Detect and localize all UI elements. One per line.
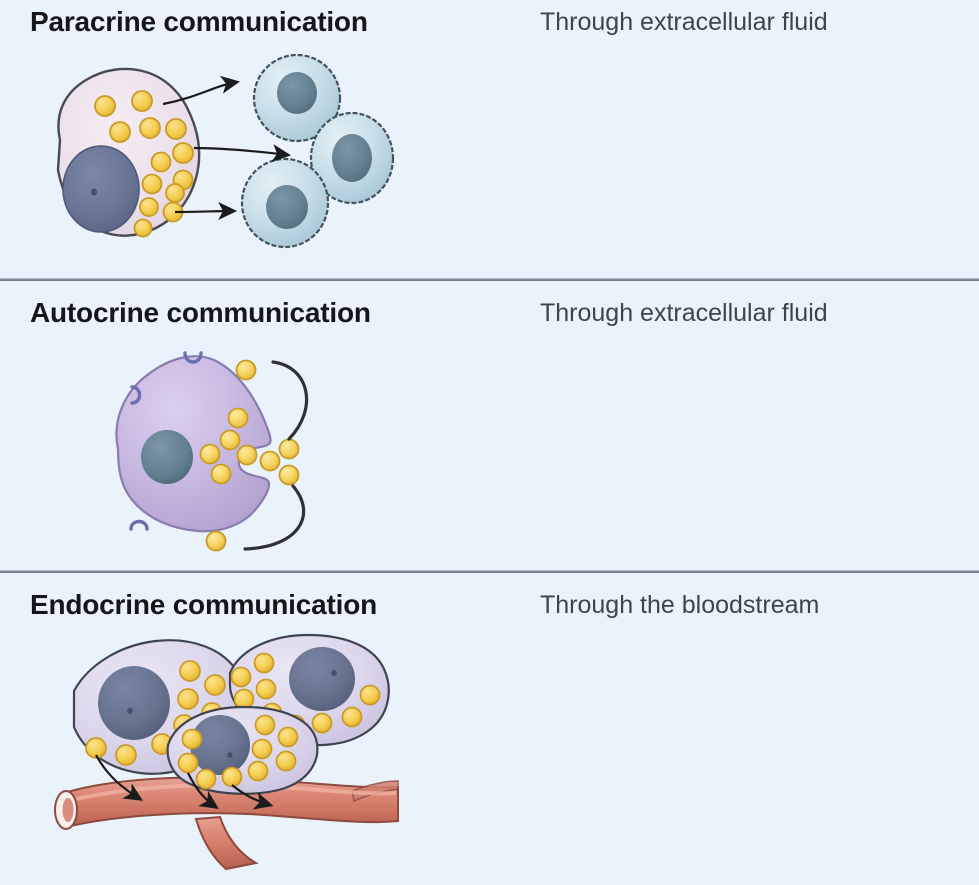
panel-title-autocrine: Autocrine communication — [30, 297, 371, 328]
nucleus-icon — [141, 430, 193, 484]
secretory-cell-icon — [115, 355, 272, 533]
panel-paracrine: Paracrine communication Through extracel… — [0, 0, 979, 280]
panel-route-autocrine: Through extracellular fluid — [540, 299, 828, 327]
hormone-granule-icon — [230, 652, 381, 736]
feedback-loop-arc-icon — [243, 360, 309, 551]
panel-title-endocrine: Endocrine communication — [30, 589, 377, 620]
panel-divider-2 — [0, 570, 979, 574]
endocrine-illustration — [54, 633, 399, 871]
hormone-granule-icon — [177, 714, 299, 790]
panel-title-paracrine: Paracrine communication — [30, 6, 368, 37]
panel-divider-1 — [0, 278, 979, 282]
endocrine-cell-icon — [166, 705, 319, 795]
signal-arrow-icon — [162, 75, 292, 221]
target-cell-icon — [240, 53, 395, 249]
autocrine-illustration — [115, 351, 309, 552]
secretory-vesicle-icon — [199, 407, 258, 485]
nucleus-icon — [62, 145, 140, 233]
signal-arrow-icon — [95, 754, 274, 810]
panel-autocrine: Autocrine communication Through extracel… — [0, 281, 979, 572]
secretory-vesicle-icon — [94, 90, 194, 238]
panel-route-endocrine: Through the bloodstream — [540, 591, 820, 619]
membrane-receptor-icon — [129, 351, 203, 531]
panel-route-paracrine: Through extracellular fluid — [540, 8, 828, 36]
panel-endocrine: Endocrine communication Through the bloo… — [0, 573, 979, 885]
paracrine-illustration — [56, 53, 395, 249]
released-signal-molecule-icon — [205, 359, 300, 552]
